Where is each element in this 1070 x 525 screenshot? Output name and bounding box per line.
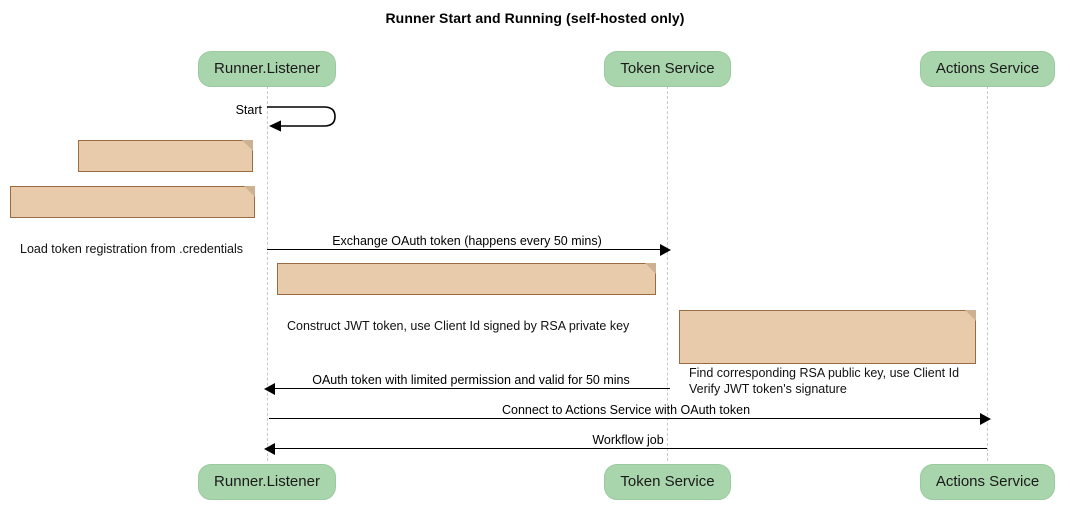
participant-token-service-bottom[interactable]: Token Service — [604, 464, 731, 500]
message-label-start: Start — [235, 103, 262, 117]
note-load-token-registration: Load token registration from .credential… — [10, 186, 255, 256]
note-fold-icon — [242, 140, 253, 151]
participant-runner-listener-top[interactable]: Runner.Listener — [198, 51, 336, 87]
note-fold-icon — [244, 186, 255, 197]
participant-actions-service-bottom[interactable]: Actions Service — [920, 464, 1055, 500]
participant-runner-listener-bottom[interactable]: Runner.Listener — [198, 464, 336, 500]
message-label-exchange-oauth-token: Exchange OAuth token (happens every 50 m… — [332, 234, 602, 248]
note-fold-icon — [965, 310, 976, 321]
arrowhead-left-oauth-token-reply — [264, 383, 275, 395]
lifeline-runner — [267, 86, 268, 461]
diagram-title: Runner Start and Running (self-hosted on… — [385, 10, 685, 26]
note-verify-jwt: Find corresponding RSA public key, use C… — [679, 310, 976, 396]
note-text: Load token registration from .credential… — [20, 242, 244, 256]
note-text: Construct JWT token, use Client Id signe… — [287, 319, 630, 333]
message-line-workflow-job — [272, 448, 987, 449]
arrowhead-right-exchange-oauth-token — [660, 244, 671, 256]
note-fold-icon — [645, 263, 656, 274]
participant-token-service-top[interactable]: Token Service — [604, 51, 731, 87]
note-load-config: Load config info from .runner — [78, 140, 253, 210]
lifeline-actions-service — [987, 86, 988, 461]
message-label-workflow-job: Workflow job — [592, 433, 664, 447]
arrowhead-right-connect-actions-service — [980, 413, 991, 425]
message-line-exchange-oauth-token — [267, 249, 663, 250]
message-label-connect-actions-service: Connect to Actions Service with OAuth to… — [501, 403, 751, 417]
self-message-start — [267, 104, 347, 136]
message-line-oauth-token-reply — [272, 388, 670, 389]
message-line-connect-actions-service — [269, 418, 983, 419]
note-construct-jwt: Construct JWT token, use Client Id signe… — [277, 263, 656, 333]
message-label-oauth-token-reply: OAuth token with limited permission and … — [312, 373, 630, 387]
participant-actions-service-top[interactable]: Actions Service — [920, 51, 1055, 87]
note-text: Find corresponding RSA public key, use C… — [689, 366, 960, 396]
arrowhead-left-workflow-job — [264, 443, 275, 455]
lifeline-token-service — [667, 86, 668, 461]
